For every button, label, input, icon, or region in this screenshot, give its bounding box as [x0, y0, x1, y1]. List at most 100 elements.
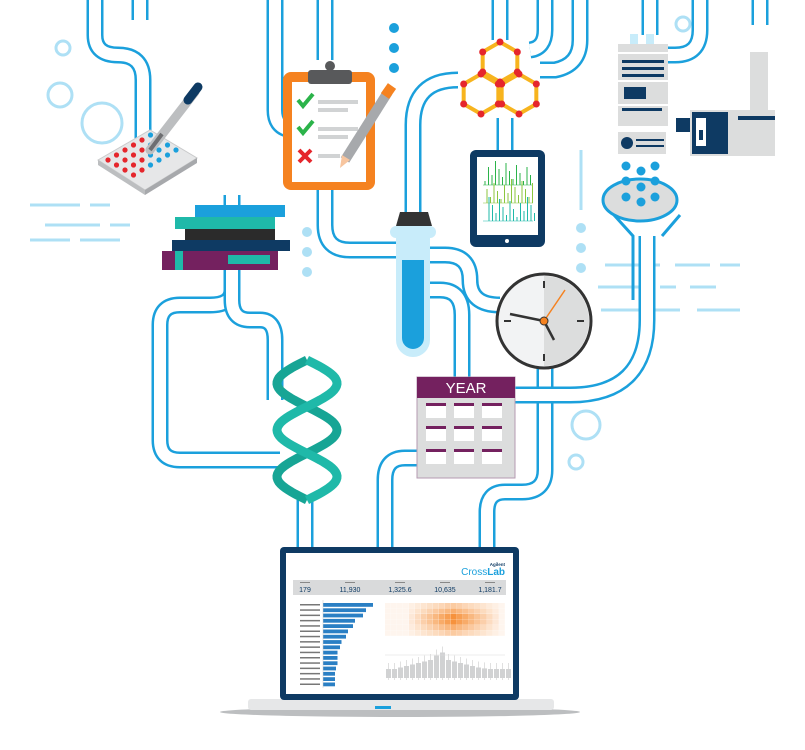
particle [621, 176, 631, 186]
heatmap-cell [403, 619, 409, 625]
heatmap-cell [409, 608, 415, 614]
heatmap-cell [493, 625, 499, 631]
heatmap-cell [457, 630, 463, 636]
heatmap-cell [397, 603, 403, 609]
clock-icon [495, 272, 593, 370]
heatmap-cell [445, 619, 451, 625]
heatmap-cell [421, 608, 427, 614]
calendar-cell-bar [454, 403, 474, 406]
heatmap-cell [445, 630, 451, 636]
bubble [80, 101, 124, 145]
atom [479, 48, 487, 56]
heatmap-cell [385, 603, 391, 609]
heatmap-cell [463, 608, 469, 614]
bar [323, 629, 348, 634]
heatmap-cell [391, 608, 397, 614]
atom [460, 80, 468, 88]
heatmap-cell [493, 608, 499, 614]
books-icon [162, 205, 290, 270]
heatmap-cell [475, 619, 481, 625]
well [164, 152, 171, 158]
pipe-inner [528, 0, 551, 56]
dna-icon [272, 355, 342, 505]
bubble [570, 409, 602, 441]
heatmap-cell [487, 625, 493, 631]
heatmap-cell [457, 603, 463, 609]
heatmap-cell [403, 625, 409, 631]
heatmap-cell [451, 608, 457, 614]
well [122, 147, 128, 153]
heatmap-cell [415, 608, 421, 614]
box [428, 660, 433, 678]
stat-value: 10,635 [434, 587, 456, 594]
heatmap-cell [391, 630, 397, 636]
heatmap-cell [403, 614, 409, 620]
bubble [46, 81, 74, 109]
bar [323, 661, 338, 666]
heatmap-cell [475, 603, 481, 609]
bar-label [300, 609, 320, 611]
well [122, 167, 128, 173]
pipe-inner [379, 452, 420, 547]
bar-label [300, 625, 320, 627]
calendar-cell [482, 403, 502, 418]
stat-label [345, 582, 355, 583]
heatmap-cell [397, 619, 403, 625]
heatmap-cell [475, 608, 481, 614]
bar-label [300, 667, 320, 670]
bar-label [300, 630, 320, 632]
heatmap-cell [433, 603, 439, 609]
heatmap-cell [475, 630, 481, 636]
pipe-inner [226, 270, 281, 400]
logo-product-a: Cross [461, 567, 487, 578]
heatmap-cell [499, 608, 505, 614]
heatmap-cell [403, 608, 409, 614]
heatmap-cell [397, 630, 403, 636]
calendar-cell-bar [482, 426, 502, 429]
box [446, 660, 451, 678]
heatmap-cell [493, 619, 499, 625]
hexagon [461, 71, 501, 117]
heatmap-cell [445, 603, 451, 609]
pipe-inner [430, 284, 468, 377]
funnel-icon [601, 161, 682, 300]
heatmap-cell [457, 614, 463, 620]
heatmap-cell [433, 625, 439, 631]
logo-brand: Agilent [490, 562, 506, 567]
heatmap-cell [457, 608, 463, 614]
heatmap-cell [469, 608, 475, 614]
heatmap-cell [487, 614, 493, 620]
heatmap-cell [391, 625, 397, 631]
calendar-cell [482, 426, 502, 441]
heatmap-cell [385, 608, 391, 614]
well [122, 157, 128, 163]
well [147, 132, 154, 138]
heatmap-cell [409, 603, 415, 609]
heatmap-cell [427, 619, 433, 625]
calendar-cell [454, 449, 474, 464]
heatmap-cell [481, 608, 487, 614]
box [476, 667, 481, 678]
heatmap-cell [475, 614, 481, 620]
box [494, 669, 499, 678]
calendar-cell-bar [454, 426, 474, 429]
atom [496, 38, 504, 46]
heatmap-cell [391, 614, 397, 620]
heatmap-cell [421, 630, 427, 636]
stat-value: 1,181.7 [478, 587, 501, 594]
atom [477, 110, 485, 118]
calendar-cell-bar [426, 426, 446, 429]
heatmap-cell [481, 603, 487, 609]
heatmap-cell [487, 619, 493, 625]
particle [636, 197, 646, 207]
bar [323, 671, 335, 676]
calendar-title: YEAR [446, 380, 487, 397]
heatmap-cell [451, 619, 457, 625]
well [156, 157, 162, 163]
calendar-cell [426, 403, 446, 418]
heatmap-cell [385, 630, 391, 636]
box [398, 667, 403, 678]
test-tube-icon [390, 212, 436, 357]
